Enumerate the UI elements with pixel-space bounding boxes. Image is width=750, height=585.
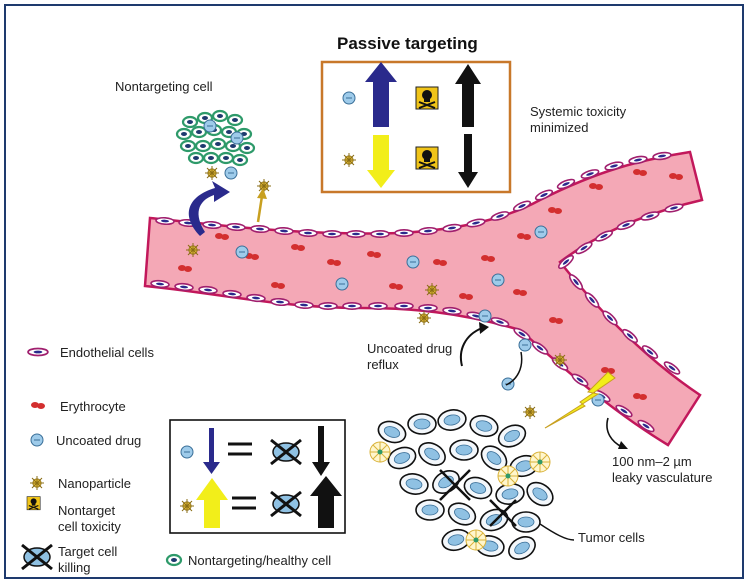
up-arrow-icon — [365, 62, 397, 127]
legend-nanoparticle-label: Nanoparticle — [58, 476, 131, 491]
legend-target-killing-label: Target cell killing — [58, 544, 118, 575]
systemic-toxicity-label: Systemic toxicity minimized — [530, 104, 627, 135]
down-arrow-icon-yellow — [367, 135, 395, 188]
legend-healthy-cell-label: Nontargeting/healthy cell — [188, 553, 332, 568]
tumor-cells-label: Tumor cells — [578, 530, 645, 545]
equals-icon — [228, 442, 252, 456]
leaky-vasculature-label: 100 nm–2 µm leaky vasculature — [612, 454, 713, 485]
reflux-arrow — [460, 327, 483, 367]
legend-nontarget-toxicity-label: Nontarget cell toxicity — [58, 503, 121, 534]
up-arrow-icon-black-big — [310, 476, 342, 528]
up-arrow-icon-yellow-big — [196, 478, 228, 528]
legend-endothelial-label: Endothelial cells — [60, 345, 154, 360]
title: Passive targeting — [337, 34, 478, 53]
up-arrow-icon-toxicity — [455, 64, 481, 127]
down-arrow-icon-black — [312, 426, 330, 476]
down-arrow-icon-blue — [203, 428, 220, 474]
tumor-pointer-line — [539, 523, 575, 541]
legend-erythrocyte-label: Erythrocyte — [60, 399, 126, 414]
legend-uncoated-drug-label: Uncoated drug — [56, 433, 142, 448]
down-arrow-icon — [458, 134, 478, 188]
leak-lightning-icon — [544, 371, 616, 429]
curved-arrow-icon — [188, 181, 230, 236]
equals-icon-2 — [232, 496, 256, 510]
comparison-box — [169, 419, 346, 534]
nanoparticle-escape-arrow — [256, 195, 264, 223]
figure-frame — [4, 4, 744, 579]
drug-exit-arrow — [505, 351, 523, 386]
tumor-cell-cluster — [369, 406, 559, 565]
uncoated-drug-reflux-label: Uncoated drug reflux — [367, 341, 453, 372]
nontargeting-cell-label: Nontargeting cell — [115, 79, 213, 94]
